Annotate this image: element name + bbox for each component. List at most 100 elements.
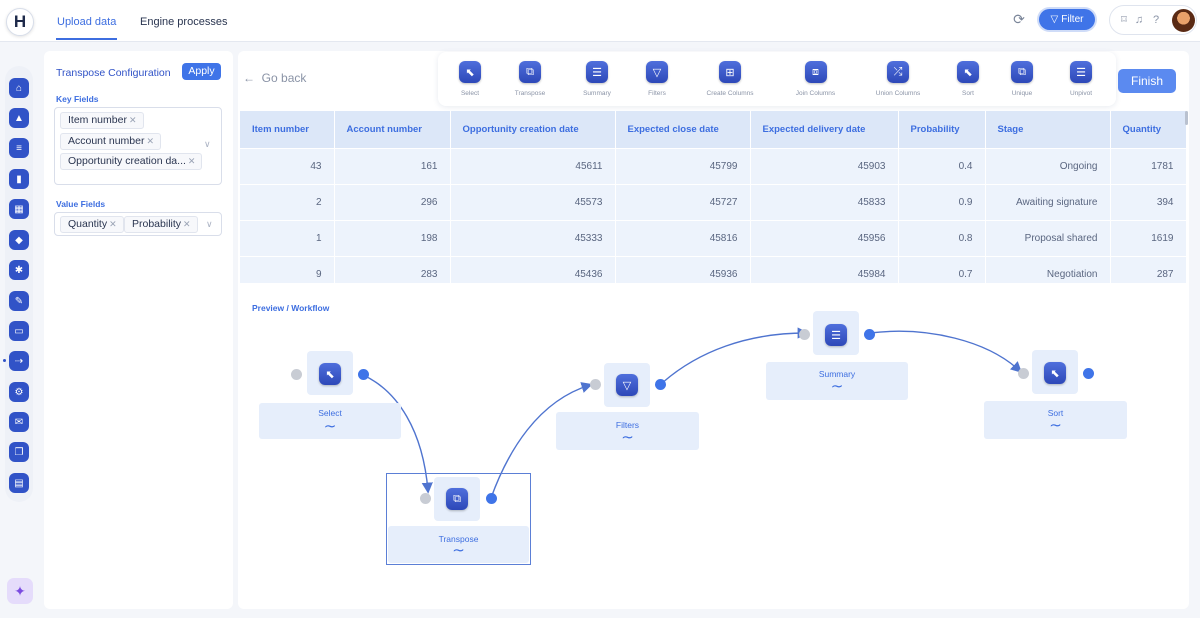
tool-filters[interactable]: ▽Filters xyxy=(641,52,673,106)
process-icon[interactable]: ⇢ xyxy=(9,351,29,371)
table-cell: 45936 xyxy=(615,255,751,283)
table-row[interactable]: 1 198 45333 45816 45956 0.8 Proposal sha… xyxy=(240,219,1186,256)
table-row[interactable]: 2 296 45573 45727 45833 0.9 Awaiting sig… xyxy=(240,183,1186,220)
table-cell: Awaiting signature xyxy=(985,183,1111,220)
remove-chip-icon[interactable]: ✕ xyxy=(109,219,117,229)
column-header[interactable]: Account number xyxy=(334,111,451,148)
input-port[interactable] xyxy=(590,379,601,390)
refresh-icon[interactable]: ⟳ xyxy=(1013,11,1025,27)
edge-select-transpose xyxy=(362,374,433,494)
tool-sort[interactable]: ⬉Sort xyxy=(955,52,981,106)
tool-summary[interactable]: ☰Summary xyxy=(577,52,617,106)
app-logo[interactable]: H xyxy=(6,8,34,36)
user-toolbar: ⌑ ♫ ? xyxy=(1109,5,1197,35)
unpivot-icon: ☰ xyxy=(1070,61,1092,83)
remove-chip-icon[interactable]: ✕ xyxy=(183,219,191,229)
input-port[interactable] xyxy=(799,329,810,340)
remove-chip-icon[interactable]: ✕ xyxy=(128,115,137,125)
chart-icon[interactable]: ▮ xyxy=(9,169,29,189)
select-icon[interactable]: ⬉ xyxy=(319,363,341,385)
workflow-node-sort[interactable]: Sort ∼ xyxy=(984,401,1127,439)
stack-icon[interactable]: ▤ xyxy=(9,473,29,493)
database-icon[interactable]: ≡ xyxy=(9,138,29,158)
filter-icon: ▽ xyxy=(1050,14,1059,25)
filter-icon[interactable]: ▽ xyxy=(616,374,638,396)
column-header[interactable]: Item number xyxy=(240,111,335,148)
table-scrollbar[interactable] xyxy=(1185,111,1188,125)
mail-icon[interactable]: ✉ xyxy=(9,412,29,432)
table-row[interactable]: 9 283 45436 45936 45984 0.7 Negotiation … xyxy=(240,255,1186,283)
bell-icon[interactable]: ♫ xyxy=(1134,14,1144,26)
output-port[interactable] xyxy=(358,369,369,380)
tool-unpivot[interactable]: ☰Unpivot xyxy=(1064,52,1098,106)
input-port[interactable] xyxy=(1018,368,1029,379)
tool-select[interactable]: ⬉Select xyxy=(456,52,484,106)
tool-unique[interactable]: ⧉Unique xyxy=(1007,52,1037,106)
tool-create-columns[interactable]: ⊞Create Columns xyxy=(699,52,761,106)
config-panel: Transpose Configuration Apply Key Fields… xyxy=(44,51,233,609)
table-cell: 43 xyxy=(240,147,335,184)
table-cell: 0.8 xyxy=(898,219,986,256)
main-panel: ← Go back ⬉Select ⧉Transpose ☰Summary ▽F… xyxy=(238,51,1189,609)
summary-icon[interactable]: ☰ xyxy=(825,324,847,346)
workflow-node-filters[interactable]: Filters ∼ xyxy=(556,412,699,450)
output-port[interactable] xyxy=(486,493,497,504)
sort-icon[interactable]: ⬉ xyxy=(1044,362,1066,384)
table-row[interactable]: 43 161 45611 45799 45903 0.4 Ongoing 178… xyxy=(240,147,1186,184)
workflow-node-transpose[interactable]: Transpose ∼ xyxy=(388,526,529,563)
output-port[interactable] xyxy=(655,379,666,390)
chevron-down-icon[interactable]: ∨ xyxy=(204,139,211,149)
bookmark-icon[interactable]: ⌑ xyxy=(1121,14,1127,26)
transpose-icon[interactable]: ⧉ xyxy=(446,488,468,510)
input-port[interactable] xyxy=(291,369,302,380)
arrow-left-icon: ← xyxy=(243,71,255,85)
output-port[interactable] xyxy=(1083,368,1094,379)
wave-icon: ∼ xyxy=(452,542,465,559)
avatar[interactable] xyxy=(1172,9,1195,32)
sparkle-icon[interactable]: ✦ xyxy=(7,578,33,604)
key-field-chip: Account number✕ xyxy=(60,133,162,150)
remove-chip-icon[interactable]: ✕ xyxy=(146,136,155,146)
message-icon[interactable]: ▭ xyxy=(9,321,29,341)
tool-transpose[interactable]: ⧉Transpose xyxy=(510,52,550,106)
home-icon[interactable]: ⌂ xyxy=(9,78,29,98)
column-header[interactable]: Stage xyxy=(985,111,1111,148)
table-cell: 394 xyxy=(1110,183,1186,220)
active-tab-indicator xyxy=(56,38,117,40)
edit-icon[interactable]: ✎ xyxy=(9,291,29,311)
workflow-node-select[interactable]: Select ∼ xyxy=(259,403,401,439)
column-header[interactable]: Opportunity creation date xyxy=(450,111,616,148)
workflow-node-summary[interactable]: Summary ∼ xyxy=(766,362,908,400)
output-port[interactable] xyxy=(864,329,875,340)
top-bar: H Upload data Engine processes ⟳ ▽ Filte… xyxy=(0,0,1200,42)
tag-icon[interactable]: ◆ xyxy=(9,230,29,250)
tab-upload-data[interactable]: Upload data xyxy=(57,16,117,28)
help-icon[interactable]: ? xyxy=(1152,14,1160,26)
tool-join-columns[interactable]: ⧈Join Columns xyxy=(788,52,843,106)
tool-union-columns[interactable]: ⤮Union Columns xyxy=(868,52,928,106)
upload-icon[interactable]: ▲ xyxy=(9,108,29,128)
column-header[interactable]: Expected delivery date xyxy=(750,111,899,148)
value-fields-select[interactable]: Quantity✕ Probability✕ ∨ xyxy=(54,212,222,236)
column-header[interactable]: Quantity xyxy=(1110,111,1186,148)
table-cell: 45816 xyxy=(615,219,751,256)
gear-icon[interactable]: ✱ xyxy=(9,260,29,280)
layers-icon[interactable]: ❐ xyxy=(9,442,29,462)
finish-button[interactable]: Finish xyxy=(1118,69,1176,93)
key-field-chip: Opportunity creation da...✕ xyxy=(60,153,203,170)
filter-button[interactable]: ▽ Filter xyxy=(1039,9,1095,30)
sidebar: ⌂ ▲ ≡ ▮ ▦ ◆ ✱ ✎ ▭ ⇢ ⚙ ✉ ❐ ▤ xyxy=(5,66,33,502)
chevron-down-icon[interactable]: ∨ xyxy=(206,219,213,229)
settings-icon[interactable]: ⚙ xyxy=(9,382,29,402)
go-back-link[interactable]: ← Go back xyxy=(243,71,307,85)
apply-button[interactable]: Apply xyxy=(182,63,221,80)
table-cell: 45436 xyxy=(450,255,616,283)
tab-engine-processes[interactable]: Engine processes xyxy=(140,16,228,28)
input-port[interactable] xyxy=(420,493,431,504)
remove-chip-icon[interactable]: ✕ xyxy=(187,156,196,166)
calendar-icon[interactable]: ▦ xyxy=(9,199,29,219)
unique-icon: ⧉ xyxy=(1011,61,1033,83)
column-header[interactable]: Expected close date xyxy=(615,111,751,148)
column-header[interactable]: Probability xyxy=(898,111,986,148)
key-fields-select[interactable]: Item number✕ Account number✕ Opportunity… xyxy=(54,107,222,185)
